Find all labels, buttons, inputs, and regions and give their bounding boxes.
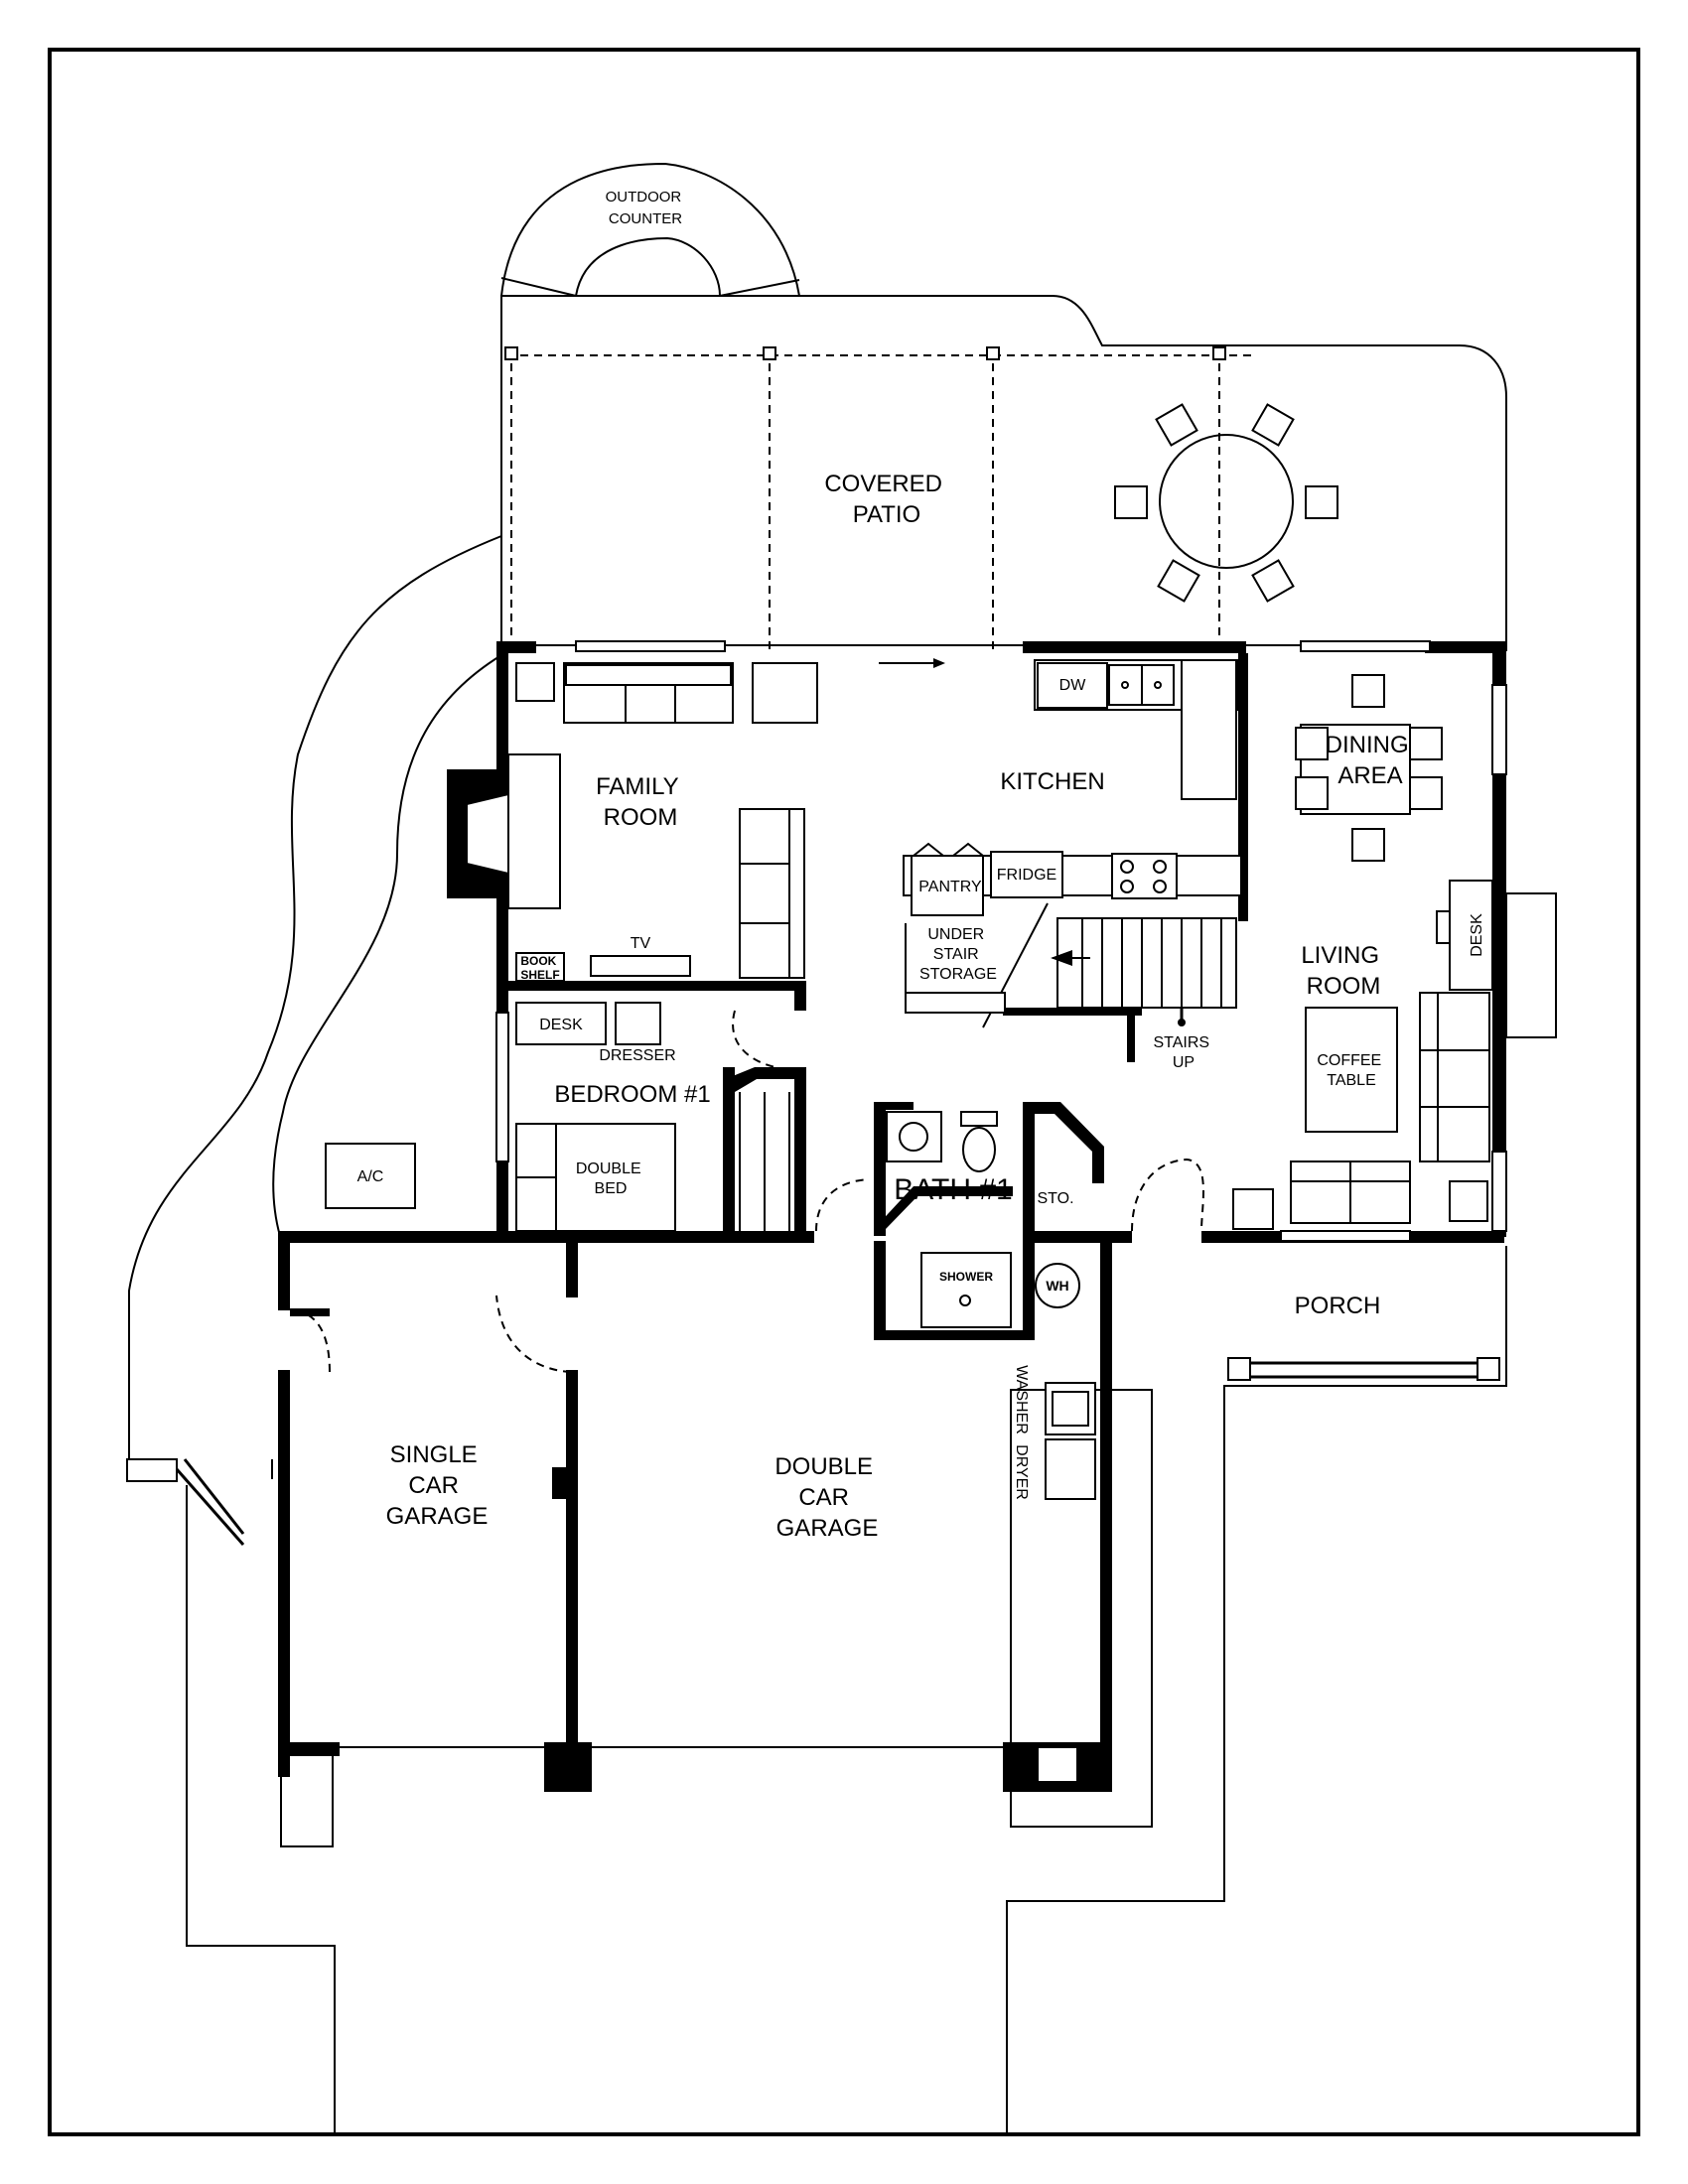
storage-label: STO. <box>1037 1190 1073 1207</box>
bedroom-desk-label: DESK <box>539 1017 583 1033</box>
dryer-label: DRYER <box>1013 1444 1030 1500</box>
outdoor-counter-label: OUTDOOR COUNTER <box>606 189 686 227</box>
pantry-label: PANTRY <box>918 879 982 895</box>
dresser-label: DRESSER <box>599 1047 675 1064</box>
tv-label: TV <box>631 935 651 952</box>
living-room-label: LIVING ROOM <box>1301 942 1385 1000</box>
book-shelf-label: BOOK SHELF <box>520 954 559 982</box>
windows <box>495 640 1557 1242</box>
coffee-table-label: COFFEE TABLE <box>1317 1052 1385 1089</box>
site-outline <box>126 162 1507 2132</box>
family-room-label: FAMILY ROOM <box>596 773 685 831</box>
covered-patio-label: COVERED PATIO <box>824 471 948 528</box>
under-stair-storage-label: UNDER STAIR STORAGE <box>919 926 997 983</box>
bath-1-label: BATH #1 <box>894 1173 1013 1206</box>
dining-area-label: DINING AREA <box>1326 732 1416 789</box>
fixture-labels: DW PANTRY FRIDGE UNDER STAIR STORAGE STA… <box>357 677 1485 1500</box>
porch-label: PORCH <box>1295 1293 1381 1319</box>
ac-label: A/C <box>357 1168 384 1185</box>
room-labels: OUTDOOR COUNTER COVERED PATIO FAMILY ROO… <box>386 189 1416 1542</box>
kitchen-label: KITCHEN <box>1000 768 1104 795</box>
stairs-up-label: STAIRS UP <box>1153 1034 1213 1071</box>
doors <box>289 1010 1204 1373</box>
living-desk-label: DESK <box>1469 913 1485 957</box>
single-car-garage-label: SINGLE CAR GARAGE <box>386 1441 489 1530</box>
walls <box>278 641 1506 1792</box>
fridge-label: FRIDGE <box>997 867 1056 884</box>
dishwasher-label: DW <box>1059 677 1087 694</box>
washer-label: WASHER <box>1013 1365 1030 1434</box>
bedroom-1-label: BEDROOM #1 <box>554 1081 710 1108</box>
page-border <box>48 48 1640 2136</box>
water-heater-label: WH <box>1046 1278 1068 1294</box>
furniture <box>325 403 1493 1500</box>
double-bed-label: DOUBLE BED <box>576 1160 645 1197</box>
double-car-garage-label: DOUBLE CAR GARAGE <box>774 1453 879 1542</box>
shower-label: SHOWER <box>939 1270 993 1284</box>
